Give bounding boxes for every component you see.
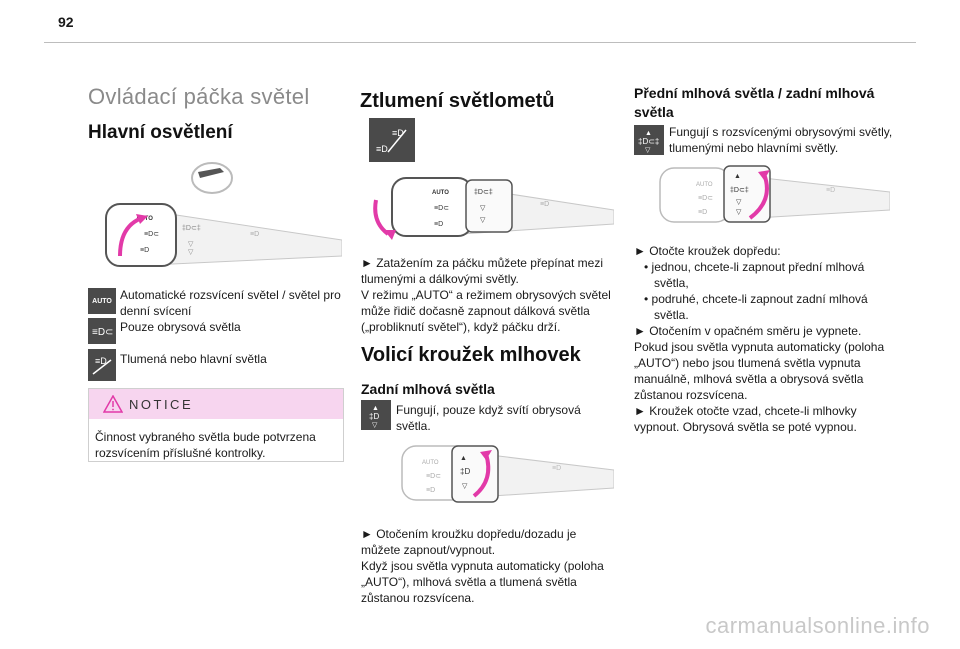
- svg-text:▲: ▲: [460, 455, 467, 462]
- svg-text:▲: ▲: [734, 173, 741, 180]
- svg-text:‡D: ‡D: [369, 412, 379, 421]
- svg-text:▽: ▽: [462, 483, 468, 490]
- instruction-line: zůstanou rozsvícena.: [634, 388, 748, 402]
- svg-text:≡D: ≡D: [140, 247, 149, 254]
- svg-text:≡D: ≡D: [552, 465, 561, 472]
- svg-text:▲: ▲: [645, 130, 652, 137]
- rear-fog-description: Fungují, pouze když svítí obrysová světl…: [396, 403, 581, 433]
- page-number: 92: [58, 14, 74, 30]
- svg-text:≡D: ≡D: [376, 144, 388, 154]
- svg-text:▽: ▽: [645, 147, 651, 153]
- svg-text:▽: ▽: [188, 241, 194, 248]
- svg-text:≡D: ≡D: [250, 231, 259, 238]
- notice-header: NOTICE: [89, 389, 343, 419]
- dipping-paragraph: ► Zatažením za páčku můžete přepínat mez…: [361, 255, 616, 335]
- svg-text:AUTO: AUTO: [432, 190, 449, 196]
- headlight-flash-icon: ≡D ≡D: [369, 118, 415, 162]
- svg-text:≡D⊂: ≡D⊂: [426, 473, 441, 480]
- rear-fog-lever-illustration: AUTO ≡D⊂ ≡D ▲ ‡D ▽ ≡D: [401, 445, 614, 503]
- instruction-line: Pokud jsou světla vypnuta automaticky (p…: [634, 340, 885, 354]
- fog-ring-paragraph: ► Otočením kroužku dopředu/dozadu je můž…: [361, 526, 619, 606]
- header-divider: [44, 42, 916, 43]
- notice-box: NOTICE Činnost vybraného světla bude pot…: [88, 388, 344, 462]
- front-fog-lever-illustration: AUTO ≡D⊂ ≡D ▲ ‡D⊂‡ ▽ ▽ ≡D: [659, 165, 890, 223]
- svg-text:≡D⊂: ≡D⊂: [434, 205, 449, 212]
- svg-text:▽: ▽: [188, 249, 194, 256]
- light-lever-illustration: AUTO ≡D⊂ ≡D ‡D⊂‡ ▽ ▽ ≡D: [105, 203, 342, 267]
- instruction-bullet: • podruhé, chcete-li zapnout zadní mlhov…: [644, 292, 868, 306]
- front-fog-instructions: ► Otočte kroužek dopředu: • jednou, chce…: [634, 243, 904, 435]
- svg-text:▽: ▽: [736, 209, 742, 216]
- instruction-line: „AUTO“) nebo jsou tlumená světla vypnuta: [634, 356, 861, 370]
- dipping-auto-note: V režimu „AUTO“ a režimem obrysových svě…: [361, 288, 611, 334]
- svg-text:AUTO: AUTO: [696, 182, 713, 188]
- notice-title: NOTICE: [129, 397, 194, 412]
- front-rear-fog-title: Přední mlhová světla / zadní mlhová svět…: [634, 85, 875, 120]
- svg-text:≡D: ≡D: [826, 187, 835, 194]
- section-subtitle: Hlavní osvětlení: [88, 122, 233, 143]
- svg-text:‡D: ‡D: [460, 467, 470, 476]
- front-rear-fog-description: Fungují s rozsvícenými obrysovými světly…: [669, 125, 893, 155]
- svg-text:≡D: ≡D: [95, 356, 107, 366]
- watermark: carmanualsonline.info: [705, 613, 930, 638]
- front-rear-fog-icon: ▲ ‡D⊂‡ ▽: [634, 125, 664, 155]
- svg-text:≡D: ≡D: [426, 487, 435, 494]
- rear-fog-subtitle: Zadní mlhová světla: [361, 381, 495, 397]
- svg-text:▲: ▲: [372, 405, 379, 412]
- svg-text:≡D: ≡D: [392, 128, 404, 138]
- position-lights-description: Pouze obrysová světla: [120, 320, 241, 334]
- svg-text:▽: ▽: [480, 205, 486, 212]
- dipped-beam-description: Tlumená nebo hlavní světla: [120, 352, 267, 366]
- auto-icon: AUTO: [88, 288, 116, 314]
- notice-body: Činnost vybraného světla bude potvrzena …: [95, 430, 316, 460]
- steering-wheel-icon: [191, 162, 233, 194]
- svg-text:▽: ▽: [372, 422, 378, 428]
- instruction-bullet-cont: světla,: [654, 276, 689, 290]
- headlight-lever-illustration: AUTO ≡D⊂ ≡D ‡D⊂‡ ▽ ▽ ≡D: [373, 177, 614, 240]
- dipping-title: Ztlumení světlometů: [360, 90, 555, 112]
- svg-text:▽: ▽: [736, 199, 742, 206]
- fog-ring-title: Volicí kroužek mlhovek: [361, 344, 581, 366]
- svg-text:≡D: ≡D: [698, 209, 707, 216]
- dipping-instruction: ► Zatažením za páčku můžete přepínat mez…: [361, 256, 603, 286]
- svg-text:‡D⊂‡: ‡D⊂‡: [474, 189, 493, 196]
- svg-text:≡D⊂: ≡D⊂: [698, 195, 713, 202]
- instruction-line: vypnout. Obrysová světla se poté vypnou.: [634, 420, 857, 434]
- position-lights-icon: ≡D⊂: [88, 318, 116, 344]
- svg-text:AUTO: AUTO: [422, 460, 439, 466]
- svg-text:‡D⊂‡: ‡D⊂‡: [182, 225, 201, 232]
- svg-text:▽: ▽: [480, 217, 486, 224]
- instruction-line: manuálně, mlhová světla a obrysová světl…: [634, 372, 864, 386]
- svg-text:≡D⊂: ≡D⊂: [144, 231, 159, 238]
- rear-fog-icon: ▲ ‡D ▽: [361, 400, 391, 430]
- svg-text:≡D: ≡D: [540, 201, 549, 208]
- svg-text:≡D: ≡D: [434, 221, 443, 228]
- instruction-line: ► Kroužek otočte vzad, chcete-li mlhovky: [634, 404, 857, 418]
- fog-ring-auto-note: Když jsou světla vypnuta automaticky (po…: [361, 559, 604, 605]
- fog-ring-instruction: ► Otočením kroužku dopředu/dozadu je můž…: [361, 527, 577, 557]
- instruction-line: ► Otočením v opačném směru je vypnete.: [634, 324, 862, 338]
- section-title: Ovládací páčka světel: [88, 84, 310, 109]
- svg-text:‡D⊂‡: ‡D⊂‡: [730, 187, 749, 194]
- svg-text:≡D⊂: ≡D⊂: [92, 327, 113, 338]
- svg-text:‡D⊂‡: ‡D⊂‡: [638, 137, 659, 146]
- auto-description: Automatické rozsvícení světel / světel p…: [120, 288, 341, 318]
- instruction-bullet: • jednou, chcete-li zapnout přední mlhov…: [644, 260, 865, 274]
- dipped-beam-icon: ≡D: [88, 349, 116, 381]
- instruction-line: ► Otočte kroužek dopředu:: [634, 244, 781, 258]
- instruction-bullet-cont: světla.: [654, 308, 689, 322]
- warning-icon: [103, 395, 123, 413]
